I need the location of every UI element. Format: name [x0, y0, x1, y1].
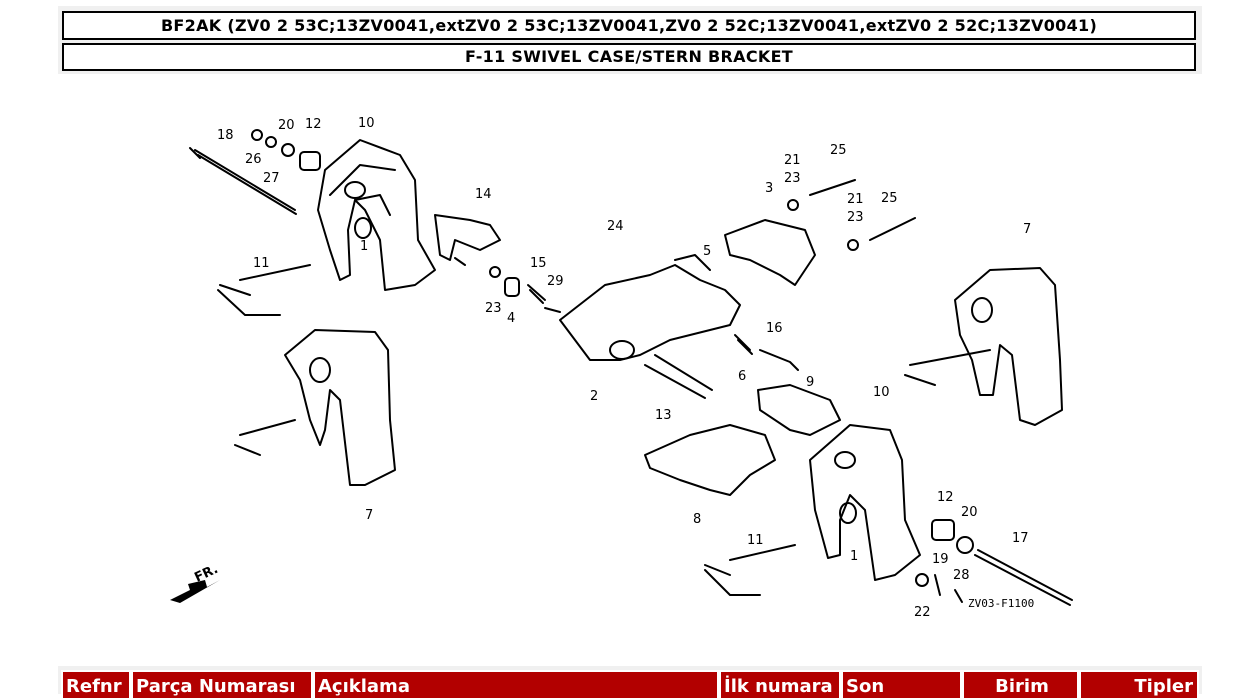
part-label-7-2[interactable]: 7 — [365, 508, 373, 523]
part-label-15[interactable]: 15 — [530, 256, 547, 271]
col-part-number[interactable]: Parça Numarası — [131, 670, 313, 700]
part-label-21-2[interactable]: 21 — [847, 192, 864, 207]
part-label-28[interactable]: 28 — [953, 568, 970, 583]
part-label-4[interactable]: 4 — [507, 311, 515, 326]
part-label-1-2[interactable]: 1 — [850, 549, 858, 564]
bearing-3 — [724, 219, 816, 286]
col-refnr[interactable]: Refnr — [61, 670, 131, 700]
part-label-9[interactable]: 9 — [806, 375, 814, 390]
tilt-bracket-8 — [644, 424, 776, 496]
part-label-11[interactable]: 11 — [253, 256, 270, 271]
diagram-reference-code: ZV03-F1100 — [968, 597, 1034, 610]
part-label-23[interactable]: 23 — [784, 171, 801, 186]
part-label-17[interactable]: 17 — [1012, 531, 1029, 546]
part-label-16[interactable]: 16 — [766, 321, 783, 336]
section-title: F-11 SWIVEL CASE/STERN BRACKET — [62, 43, 1196, 71]
stern-bracket-lower-right — [704, 424, 921, 596]
header-panel: BF2AK (ZV0 2 53C;13ZV0041,extZV0 2 53C;1… — [58, 6, 1202, 74]
part-label-5[interactable]: 5 — [703, 244, 711, 259]
parts-table-header: Refnr Parça Numarası Açıklama İlk numara… — [58, 666, 1202, 700]
part-label-3[interactable]: 3 — [765, 181, 773, 196]
part-label-22[interactable]: 22 — [914, 605, 931, 620]
model-title: BF2AK (ZV0 2 53C;13ZV0041,extZV0 2 53C;1… — [62, 11, 1196, 40]
swivel-case-2 — [559, 254, 741, 361]
tilt-lever-14 — [434, 214, 501, 266]
part-label-29[interactable]: 29 — [547, 274, 564, 289]
part-label-19[interactable]: 19 — [932, 552, 949, 567]
part-label-24[interactable]: 24 — [607, 219, 624, 234]
part-label-6[interactable]: 6 — [738, 369, 746, 384]
pipe-13 — [644, 354, 713, 399]
bearing-9 — [757, 384, 841, 436]
part-label-23-3[interactable]: 23 — [847, 210, 864, 225]
part-label-13[interactable]: 13 — [655, 408, 672, 423]
part-label-26[interactable]: 26 — [245, 152, 262, 167]
part-label-11-2[interactable]: 11 — [747, 533, 764, 548]
part-label-10-2[interactable]: 10 — [873, 385, 890, 400]
part-label-7[interactable]: 7 — [1023, 222, 1031, 237]
part-label-14[interactable]: 14 — [475, 187, 492, 202]
part-label-18[interactable]: 18 — [217, 128, 234, 143]
col-first-number[interactable]: İlk numara — [719, 670, 841, 700]
part-label-20[interactable]: 20 — [278, 118, 295, 133]
part-label-21[interactable]: 21 — [784, 153, 801, 168]
part-label-12[interactable]: 12 — [305, 117, 322, 132]
stern-bracket-right — [904, 267, 1063, 426]
col-unit[interactable]: Birim — [962, 670, 1079, 700]
col-types[interactable]: Tipler — [1079, 670, 1199, 700]
part-label-27[interactable]: 27 — [263, 171, 280, 186]
stern-bracket-upper-left — [317, 139, 436, 291]
part-label-23-2[interactable]: 23 — [485, 301, 502, 316]
clamp-screw-11 — [217, 264, 311, 316]
part-label-25[interactable]: 25 — [830, 143, 847, 158]
col-last[interactable]: Son — [841, 670, 962, 700]
front-direction-arrow: FR. — [170, 562, 221, 603]
col-description[interactable]: Açıklama — [313, 670, 719, 700]
part-label-8[interactable]: 8 — [693, 512, 701, 527]
part-label-12-2[interactable]: 12 — [937, 490, 954, 505]
stern-bracket-lower-left — [234, 329, 396, 486]
rod-18 — [189, 147, 297, 215]
part-label-1[interactable]: 1 — [360, 239, 368, 254]
part-label-2[interactable]: 2 — [590, 389, 598, 404]
part-label-20-2[interactable]: 20 — [961, 505, 978, 520]
part-label-25-2[interactable]: 25 — [881, 191, 898, 206]
part-label-10[interactable]: 10 — [358, 116, 375, 131]
